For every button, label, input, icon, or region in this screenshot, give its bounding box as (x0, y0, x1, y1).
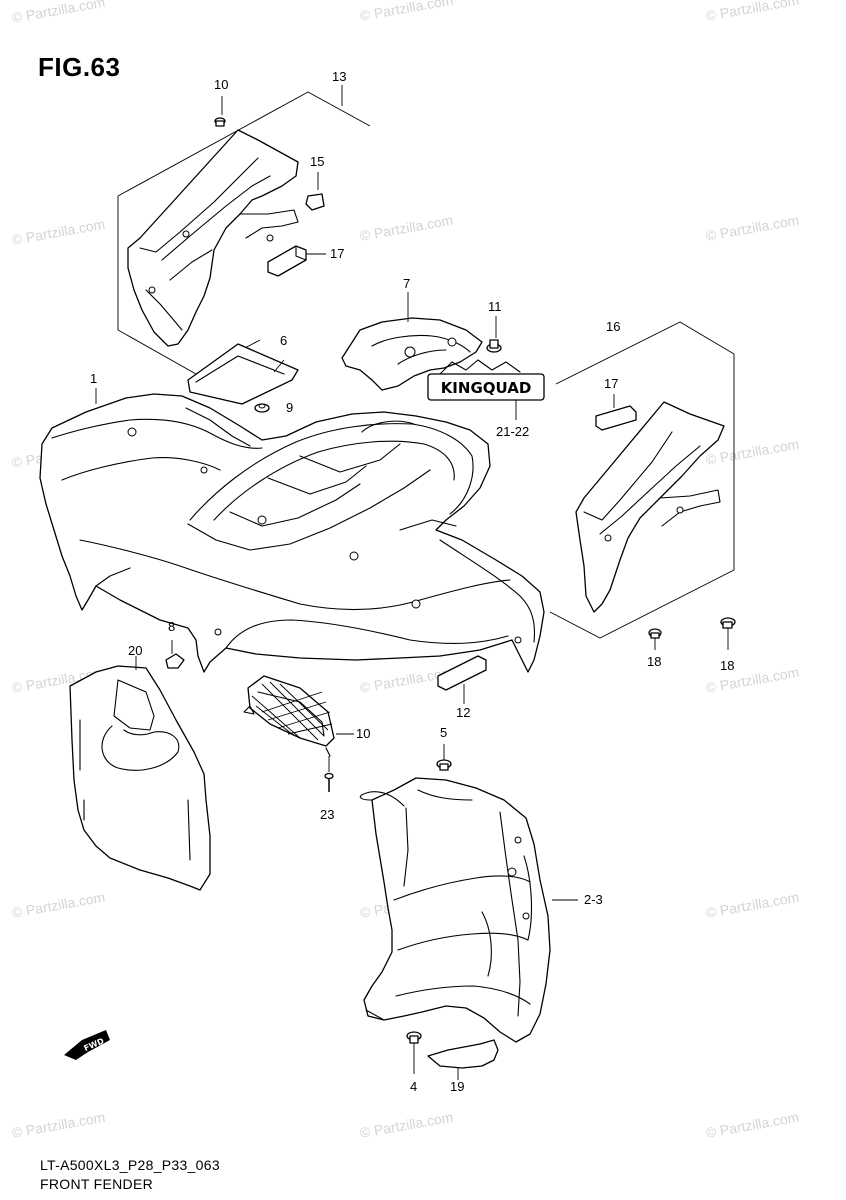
callout-13: 13 (332, 69, 347, 84)
callout-10-top: 10 (214, 77, 229, 92)
front-fender-1 (39, 388, 545, 673)
callout-18-right: 18 (720, 658, 735, 673)
callout-10-grille: 10 (356, 726, 371, 741)
forward-direction-arrow: FWD (64, 1030, 110, 1060)
inner-panel-left (127, 129, 299, 347)
decal-text: KINGQUAD (441, 379, 532, 397)
drawing-name: FRONT FENDER (40, 1176, 154, 1192)
callout-5: 5 (440, 725, 448, 740)
callout-4: 4 (410, 1079, 418, 1094)
callout-6: 6 (280, 333, 288, 348)
screw-10-top (214, 96, 226, 127)
mud-guard-20 (69, 656, 211, 891)
callout-12: 12 (456, 705, 471, 720)
callout-20: 20 (128, 643, 143, 658)
grille-10 (243, 675, 354, 757)
callout-17-left: 17 (330, 246, 345, 261)
callout-17-right: 17 (604, 376, 619, 391)
callout-16: 16 (606, 319, 621, 334)
screw-18-left (648, 628, 662, 650)
grommet-15 (305, 172, 325, 211)
nut-9 (254, 403, 270, 413)
group-outline-16 (549, 321, 735, 639)
callout-21-22: 21-22 (496, 424, 530, 439)
drawing-code: LT-A500XL3_P28_P33_063 (40, 1157, 220, 1173)
inner-fender-2-3 (359, 777, 578, 1043)
callout-18-left: 18 (647, 654, 662, 669)
screw-23 (324, 756, 334, 792)
callout-9: 9 (286, 400, 294, 415)
callout-11: 11 (488, 299, 502, 314)
decal-21-22: KINGQUAD (427, 359, 545, 420)
screw-18-right (720, 617, 736, 650)
clip-8 (165, 640, 185, 669)
callout-15: 15 (310, 154, 325, 169)
screw-4 (406, 1031, 422, 1074)
callout-7: 7 (403, 276, 411, 291)
front-cover-7 (341, 292, 483, 391)
cushion-12 (437, 655, 487, 704)
callout-19: 19 (450, 1079, 465, 1094)
bolt-11 (486, 316, 502, 353)
callout-2-3: 2-3 (584, 892, 603, 907)
callout-8: 8 (168, 619, 176, 634)
cushion-17-right (595, 394, 637, 431)
callout-23: 23 (320, 807, 335, 822)
cushion-17-left (267, 245, 326, 277)
seal-19 (427, 1039, 499, 1080)
callout-1: 1 (90, 371, 98, 386)
lid-6 (187, 343, 299, 405)
inner-panel-right (575, 401, 725, 613)
figure-title: FIG.63 (38, 52, 121, 82)
screw-5 (436, 744, 452, 771)
